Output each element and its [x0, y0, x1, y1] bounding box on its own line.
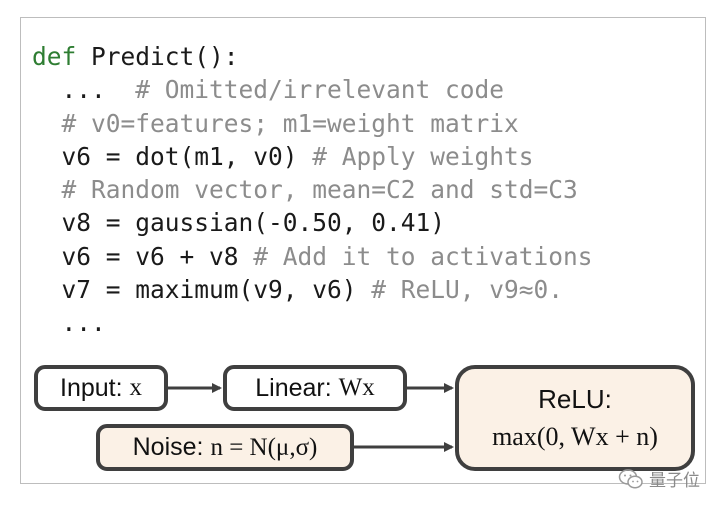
code-line: ... # Omitted/irrelevant code: [32, 73, 593, 106]
code-text: ...: [32, 75, 136, 105]
code-text: Predict():: [76, 42, 239, 71]
code-line: def Predict():: [32, 40, 593, 73]
code-block: def Predict(): ... # Omitted/irrelevant …: [32, 40, 593, 340]
noise-label: Noise:: [132, 433, 211, 461]
relu-label: ReLU:: [538, 384, 612, 414]
code-line: # v0=features; m1=weight matrix: [32, 107, 593, 140]
code-comment: # Add it to activations: [253, 241, 593, 271]
linear-box: Linear: Wx: [223, 365, 407, 411]
code-text: v7 = maximum(v9, v6): [32, 275, 372, 305]
watermark-text: 量子位: [649, 471, 700, 491]
code-comment: # v0=features; m1=weight matrix: [61, 108, 519, 138]
input-label: Input:: [60, 373, 130, 402]
wechat-icon: [618, 468, 643, 489]
code-line: ...: [32, 306, 593, 339]
code-line: v6 = dot(m1, v0) # Apply weights: [32, 140, 593, 173]
code-text: v8 = gaussian(-0.50, 0.41): [32, 208, 446, 238]
input-box: Input: x: [34, 365, 168, 411]
code-line: v8 = gaussian(-0.50, 0.41): [32, 206, 593, 239]
code-text: ...: [32, 308, 106, 338]
code-comment: # Random vector, mean=C2 and std=C3: [61, 175, 578, 205]
noise-var: n = N(μ,σ): [210, 433, 318, 461]
linear-var: Wx: [338, 374, 375, 401]
input-var: x: [129, 374, 143, 401]
code-comment: # Omitted/irrelevant code: [135, 75, 505, 105]
linear-label: Linear:: [255, 373, 339, 402]
code-keyword: def: [32, 42, 77, 71]
code-comment: # ReLU, v9≈0.: [371, 275, 564, 305]
code-comment: # Apply weights: [312, 141, 534, 171]
code-text: v6 = dot(m1, v0): [32, 141, 313, 171]
code-line: v7 = maximum(v9, v6) # ReLU, v9≈0.: [32, 273, 593, 306]
code-line: # Random vector, mean=C2 and std=C3: [32, 173, 593, 206]
watermark: 量子位: [618, 466, 700, 491]
relu-formula: max(0, Wx + n): [492, 422, 658, 451]
relu-box: ReLU: max(0, Wx + n): [455, 365, 695, 471]
code-text: v6 = v6 + v8: [32, 241, 254, 271]
code-line: v6 = v6 + v8 # Add it to activations: [32, 240, 593, 273]
noise-box: Noise: n = N(μ,σ): [96, 424, 354, 471]
